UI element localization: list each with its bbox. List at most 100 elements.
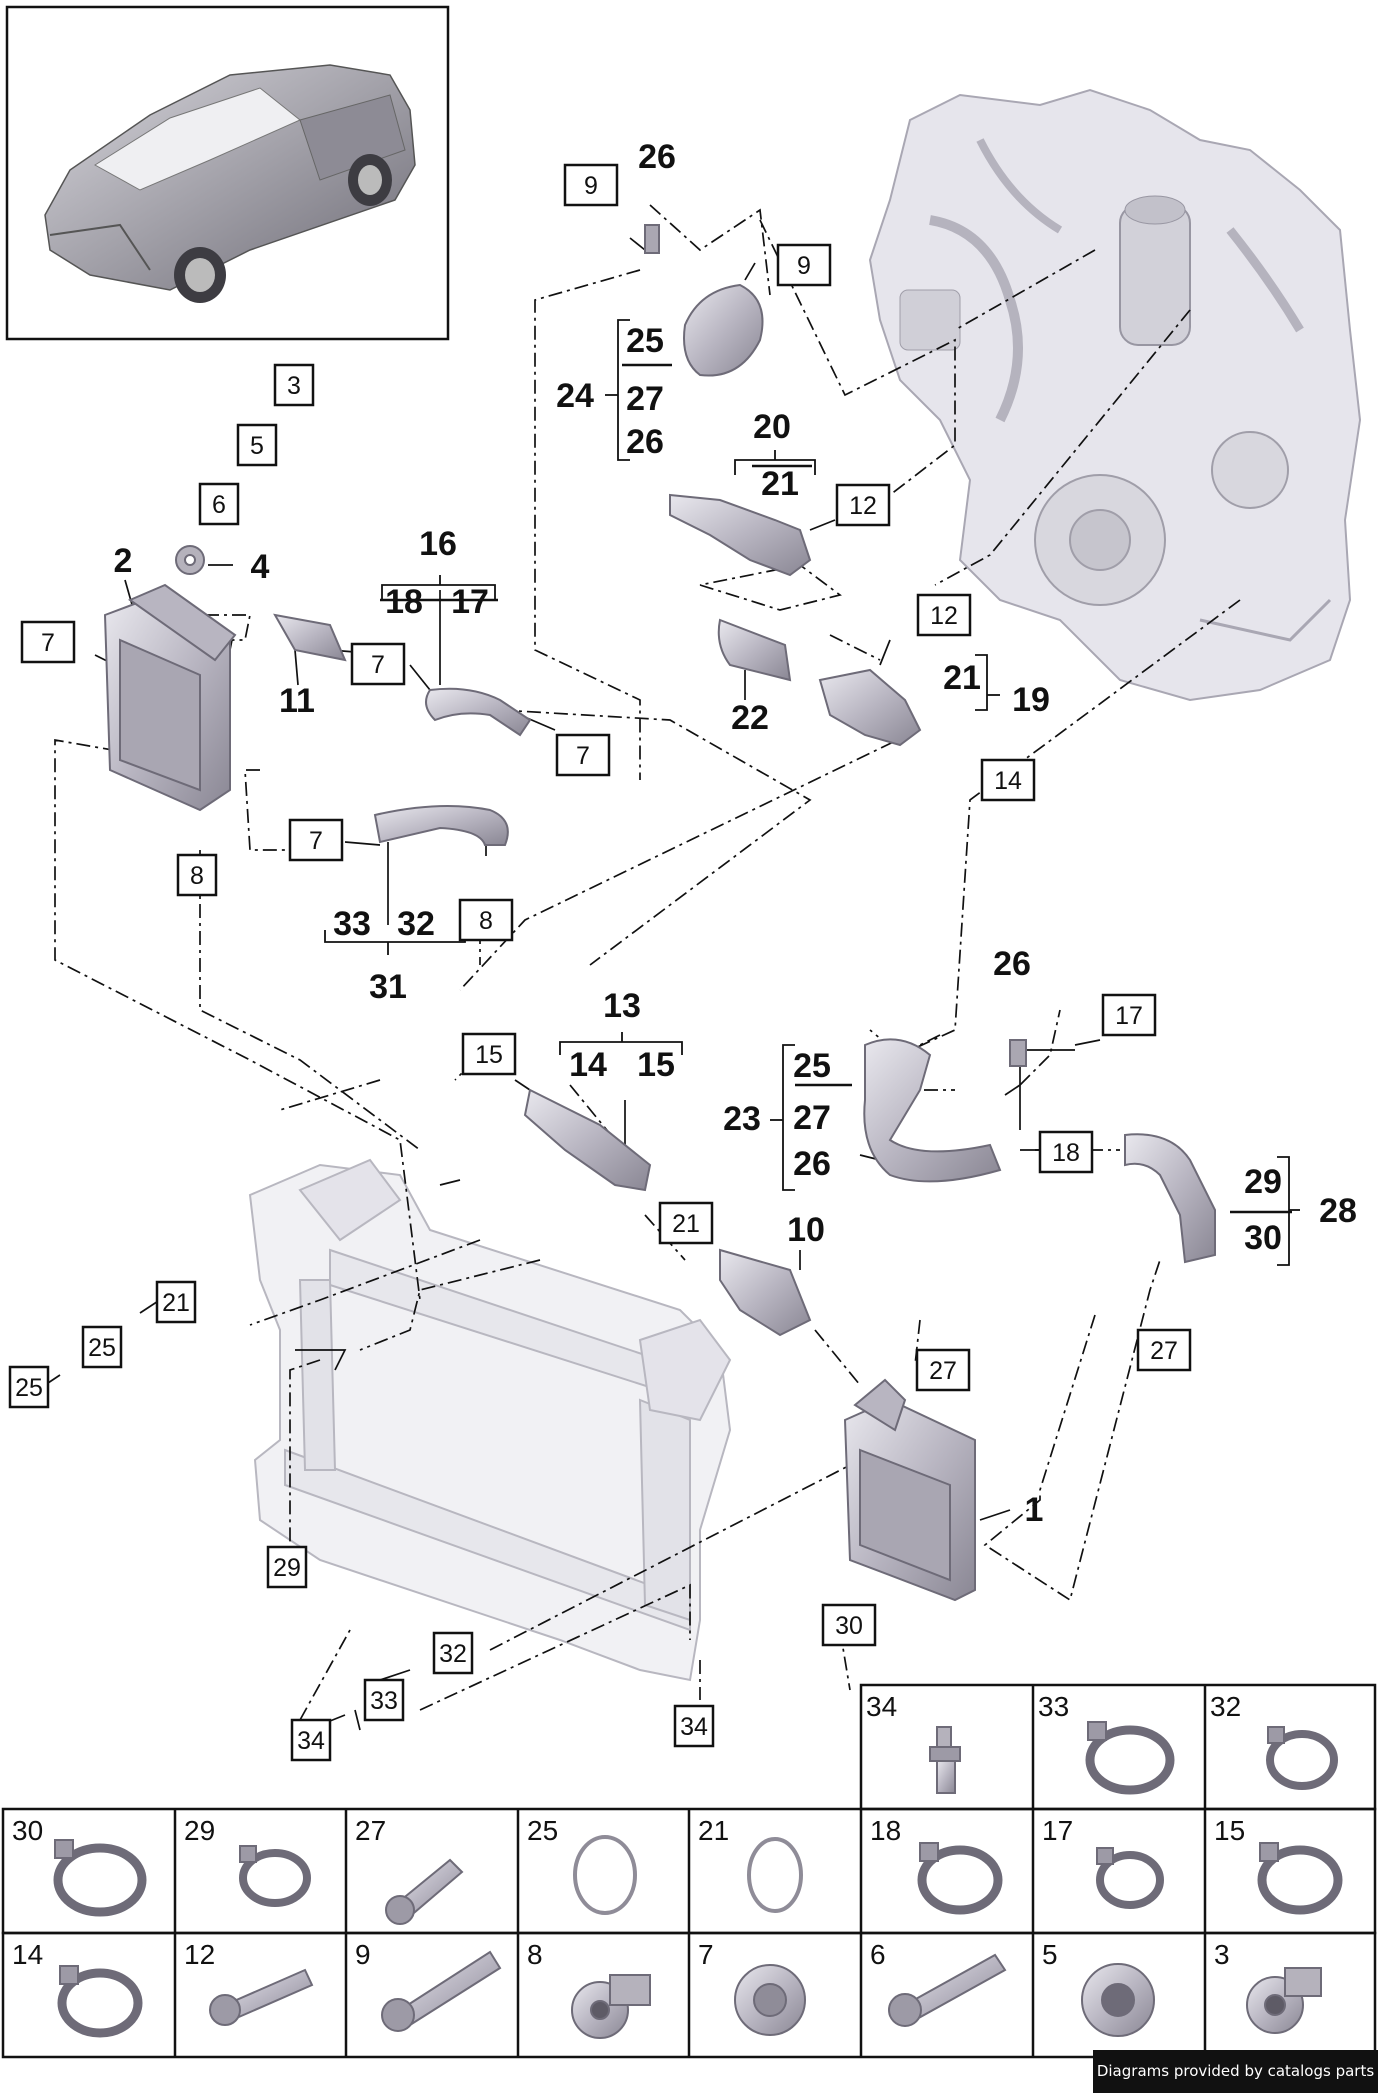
engine-block [868, 88, 1362, 702]
cell-label-5: 5 [1042, 1939, 1058, 1970]
label-25-group23: 25 [793, 1047, 831, 1085]
cell-label-30: 30 [12, 1815, 43, 1846]
hose-clamp-icon [1266, 1726, 1338, 1790]
label-29: 29 [1244, 1163, 1282, 1201]
label-14: 14 [569, 1046, 607, 1084]
label-21b: 21 [943, 659, 981, 697]
cell-label-32: 32 [1210, 1691, 1241, 1722]
box-label-7d: 34 [680, 1713, 708, 1741]
hose-clamp-icon [917, 1842, 1003, 1915]
label-33: 33 [333, 905, 371, 943]
cell-label-6: 6 [870, 1939, 886, 1970]
cell-label-25: 25 [527, 1815, 558, 1846]
group-brackets [324, 319, 1300, 1266]
box-label-27b: 17 [1115, 1002, 1143, 1030]
cell-label-12: 12 [184, 1939, 215, 1970]
label-28: 28 [1319, 1192, 1357, 1230]
bolt-icon [888, 1953, 1007, 2027]
grommet-icon [734, 1964, 806, 2036]
box-label-27: 9 [584, 172, 598, 200]
box-label-21: 12 [849, 492, 877, 520]
box-label-25: 9 [797, 252, 811, 280]
box-label-18: 7 [371, 651, 385, 679]
bold-labels: 1 2 4 10 11 13 14 15 16 17 18 19 20 21 2… [114, 138, 1357, 1529]
box-label-17: 7 [576, 742, 590, 770]
cell-label-14: 14 [12, 1939, 43, 1970]
clip-nut-icon [1081, 1963, 1155, 2037]
cell-label-34: 34 [866, 1691, 897, 1722]
box-label-7b: 29 [273, 1554, 301, 1582]
label-26-group23: 26 [793, 1145, 831, 1183]
box-label-12: 7 [41, 629, 55, 657]
label-2: 2 [114, 542, 133, 580]
cell-label-21: 21 [698, 1815, 729, 1846]
label-27-group23: 27 [793, 1099, 831, 1137]
label-31: 31 [369, 968, 407, 1006]
box-label-14: 15 [475, 1041, 503, 1069]
box-label-7c: 32 [439, 1640, 467, 1668]
callout-boxes [8, 163, 1192, 1762]
label-20: 20 [753, 408, 791, 446]
hose-clamp-icon [239, 1845, 311, 1907]
parts-table [1, 1683, 1377, 2059]
parts-table-pictures [53, 1721, 1343, 2039]
parts [103, 224, 1216, 1602]
cell-label-9: 9 [355, 1939, 371, 1970]
box-label-7: 21 [162, 1289, 190, 1317]
box-label-15: 21 [672, 1210, 700, 1238]
label-24: 24 [556, 377, 594, 415]
cell-label-29: 29 [184, 1815, 215, 1846]
label-22: 22 [731, 699, 769, 737]
label-18: 18 [385, 583, 423, 621]
label-11: 11 [279, 682, 315, 720]
leader-lines [54, 204, 1241, 1721]
cell-label-7: 7 [698, 1939, 714, 1970]
stud-icon [929, 1726, 961, 1794]
boxed-labels: 3 5 6 7 7 7 7 8 8 9 9 12 12 14 15 17 18 … [15, 172, 1178, 1755]
label-26-group24: 26 [626, 423, 664, 461]
box-label-8: 25 [88, 1334, 116, 1362]
box-label-3: 5 [250, 432, 264, 460]
cell-label-17: 17 [1042, 1815, 1073, 1846]
label-4: 4 [251, 548, 270, 586]
seal-ring-icon [573, 1835, 637, 1915]
bolt-icon [209, 1968, 314, 2026]
vehicle-thumbnail [5, 5, 450, 341]
hose-clamp-icon [57, 1965, 143, 2038]
label-27-group24: 27 [626, 380, 664, 418]
box-label-29: 18 [1052, 1139, 1080, 1167]
box-label-30: 27 [1150, 1337, 1178, 1365]
label-25-group24: 25 [626, 322, 664, 360]
box-label-9: 25 [15, 1374, 43, 1402]
label-32: 32 [397, 905, 435, 943]
hose-clamp-icon [1257, 1842, 1343, 1915]
label-1: 1 [1025, 1491, 1044, 1529]
cell-label-8: 8 [527, 1939, 543, 1970]
label-16: 16 [419, 525, 457, 563]
box-label-5: 6 [212, 491, 226, 519]
box-label-34: 8 [190, 862, 204, 890]
box-label-25b: 14 [994, 767, 1022, 795]
label-30: 30 [1244, 1219, 1282, 1257]
hose-clamp-icon [53, 1839, 147, 1917]
hose-clamp-icon [1085, 1721, 1175, 1795]
spacer-bushing-icon [571, 1974, 651, 2039]
cell-label-33: 33 [1038, 1691, 1069, 1722]
box-label-32: 8 [479, 907, 493, 935]
box-label-6: 3 [287, 372, 301, 400]
cell-label-15: 15 [1214, 1815, 1245, 1846]
box-label-34b: 30 [835, 1612, 863, 1640]
label-15: 15 [637, 1046, 675, 1084]
bolt-icon [1246, 1967, 1322, 2034]
box-label-8b: 33 [370, 1687, 398, 1715]
label-23: 23 [723, 1100, 761, 1138]
label-26-top: 26 [638, 138, 676, 176]
label-17: 17 [451, 583, 489, 621]
box-label-33: 7 [309, 827, 323, 855]
front-carrier-frame [248, 1158, 732, 1682]
label-21: 21 [761, 465, 799, 503]
parts-table-labels: 34 33 32 30 29 27 25 21 18 17 15 14 12 9… [12, 1691, 1245, 1970]
bolt-icon [381, 1950, 502, 2032]
label-13: 13 [603, 987, 641, 1025]
